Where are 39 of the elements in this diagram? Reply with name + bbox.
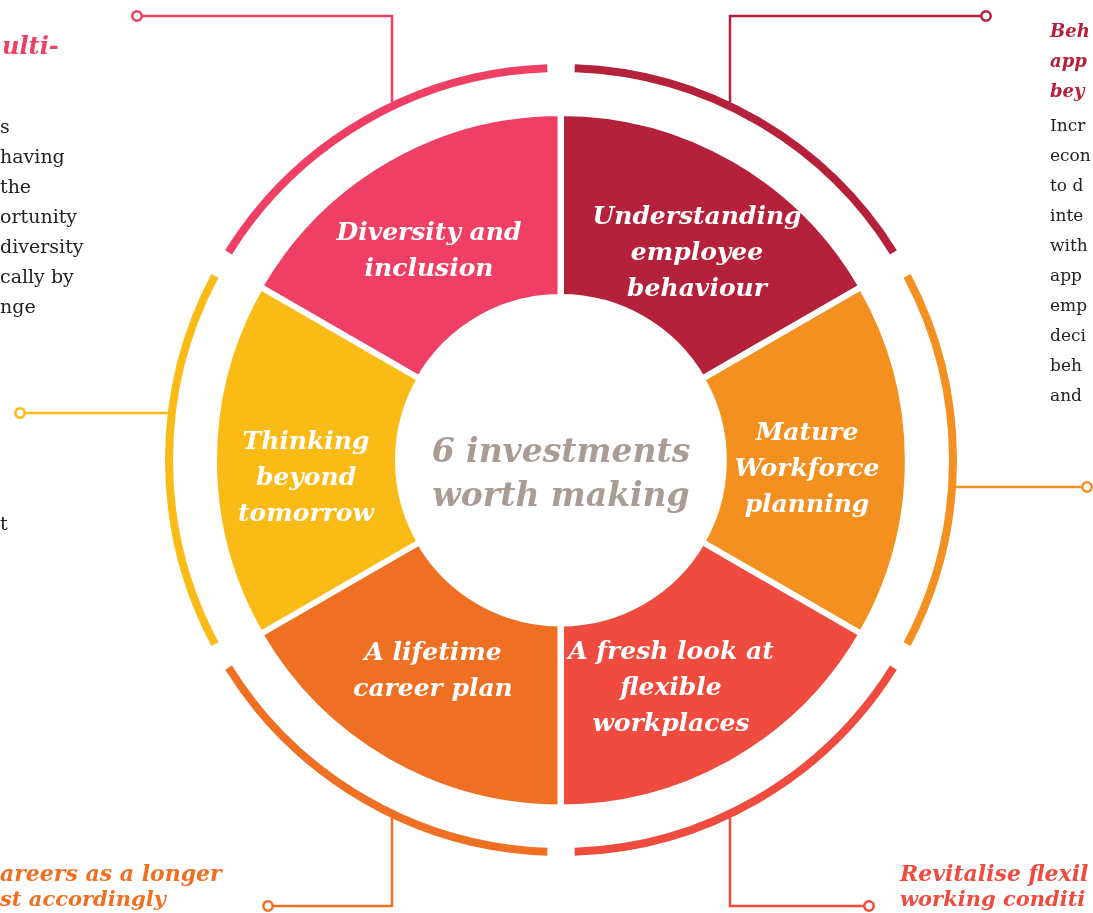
segment-label: Mature Workforce planning	[733, 416, 881, 520]
body-text: inte	[1050, 205, 1084, 226]
leader-line	[25, 411, 168, 415]
callout-heading: bey	[1050, 80, 1085, 102]
leader-line	[142, 14, 394, 103]
center-title: 6 investments worth making	[430, 430, 692, 516]
body-text: Incr	[1050, 115, 1086, 136]
callout-heading: st accordingly	[0, 886, 166, 912]
body-text: having	[0, 145, 65, 168]
body-text: nge	[0, 295, 36, 318]
callout-heading: app	[1050, 50, 1087, 72]
segment-label: Understanding employee behaviour	[591, 200, 803, 304]
body-text: ortunity	[0, 205, 78, 228]
body-text: to d	[1050, 175, 1084, 196]
body-text: deci	[1050, 325, 1086, 346]
leader-line	[728, 14, 981, 103]
leader-line	[273, 817, 394, 908]
body-text: and	[1050, 385, 1082, 406]
body-text: app	[1050, 265, 1082, 286]
body-text: the	[0, 175, 32, 198]
callout-heading: areers as a longer	[0, 860, 222, 887]
body-text: t	[0, 512, 8, 535]
body-text: cally by	[0, 265, 74, 288]
body-text: emp	[1050, 295, 1088, 316]
callout-heading: working conditi	[900, 886, 1086, 912]
leader-line	[956, 485, 1082, 489]
body-text: s	[0, 115, 10, 138]
body-text: diversity	[0, 235, 84, 258]
body-text: econ	[1050, 145, 1091, 166]
segment-label: Thinking beyond tomorrow	[237, 425, 376, 529]
callout-heading: Revitalise flexil	[900, 860, 1089, 887]
segment-label: Diversity and inclusion	[335, 216, 523, 284]
callout-heading: Beh	[1050, 20, 1090, 42]
leader-line	[728, 817, 864, 908]
body-text: with	[1050, 235, 1088, 256]
segment-label: A lifetime career plan	[352, 636, 514, 704]
body-text: beh	[1050, 355, 1082, 376]
segment-label: A fresh look at flexible workplaces	[566, 635, 775, 739]
callout-heading: ulti-	[2, 32, 59, 61]
